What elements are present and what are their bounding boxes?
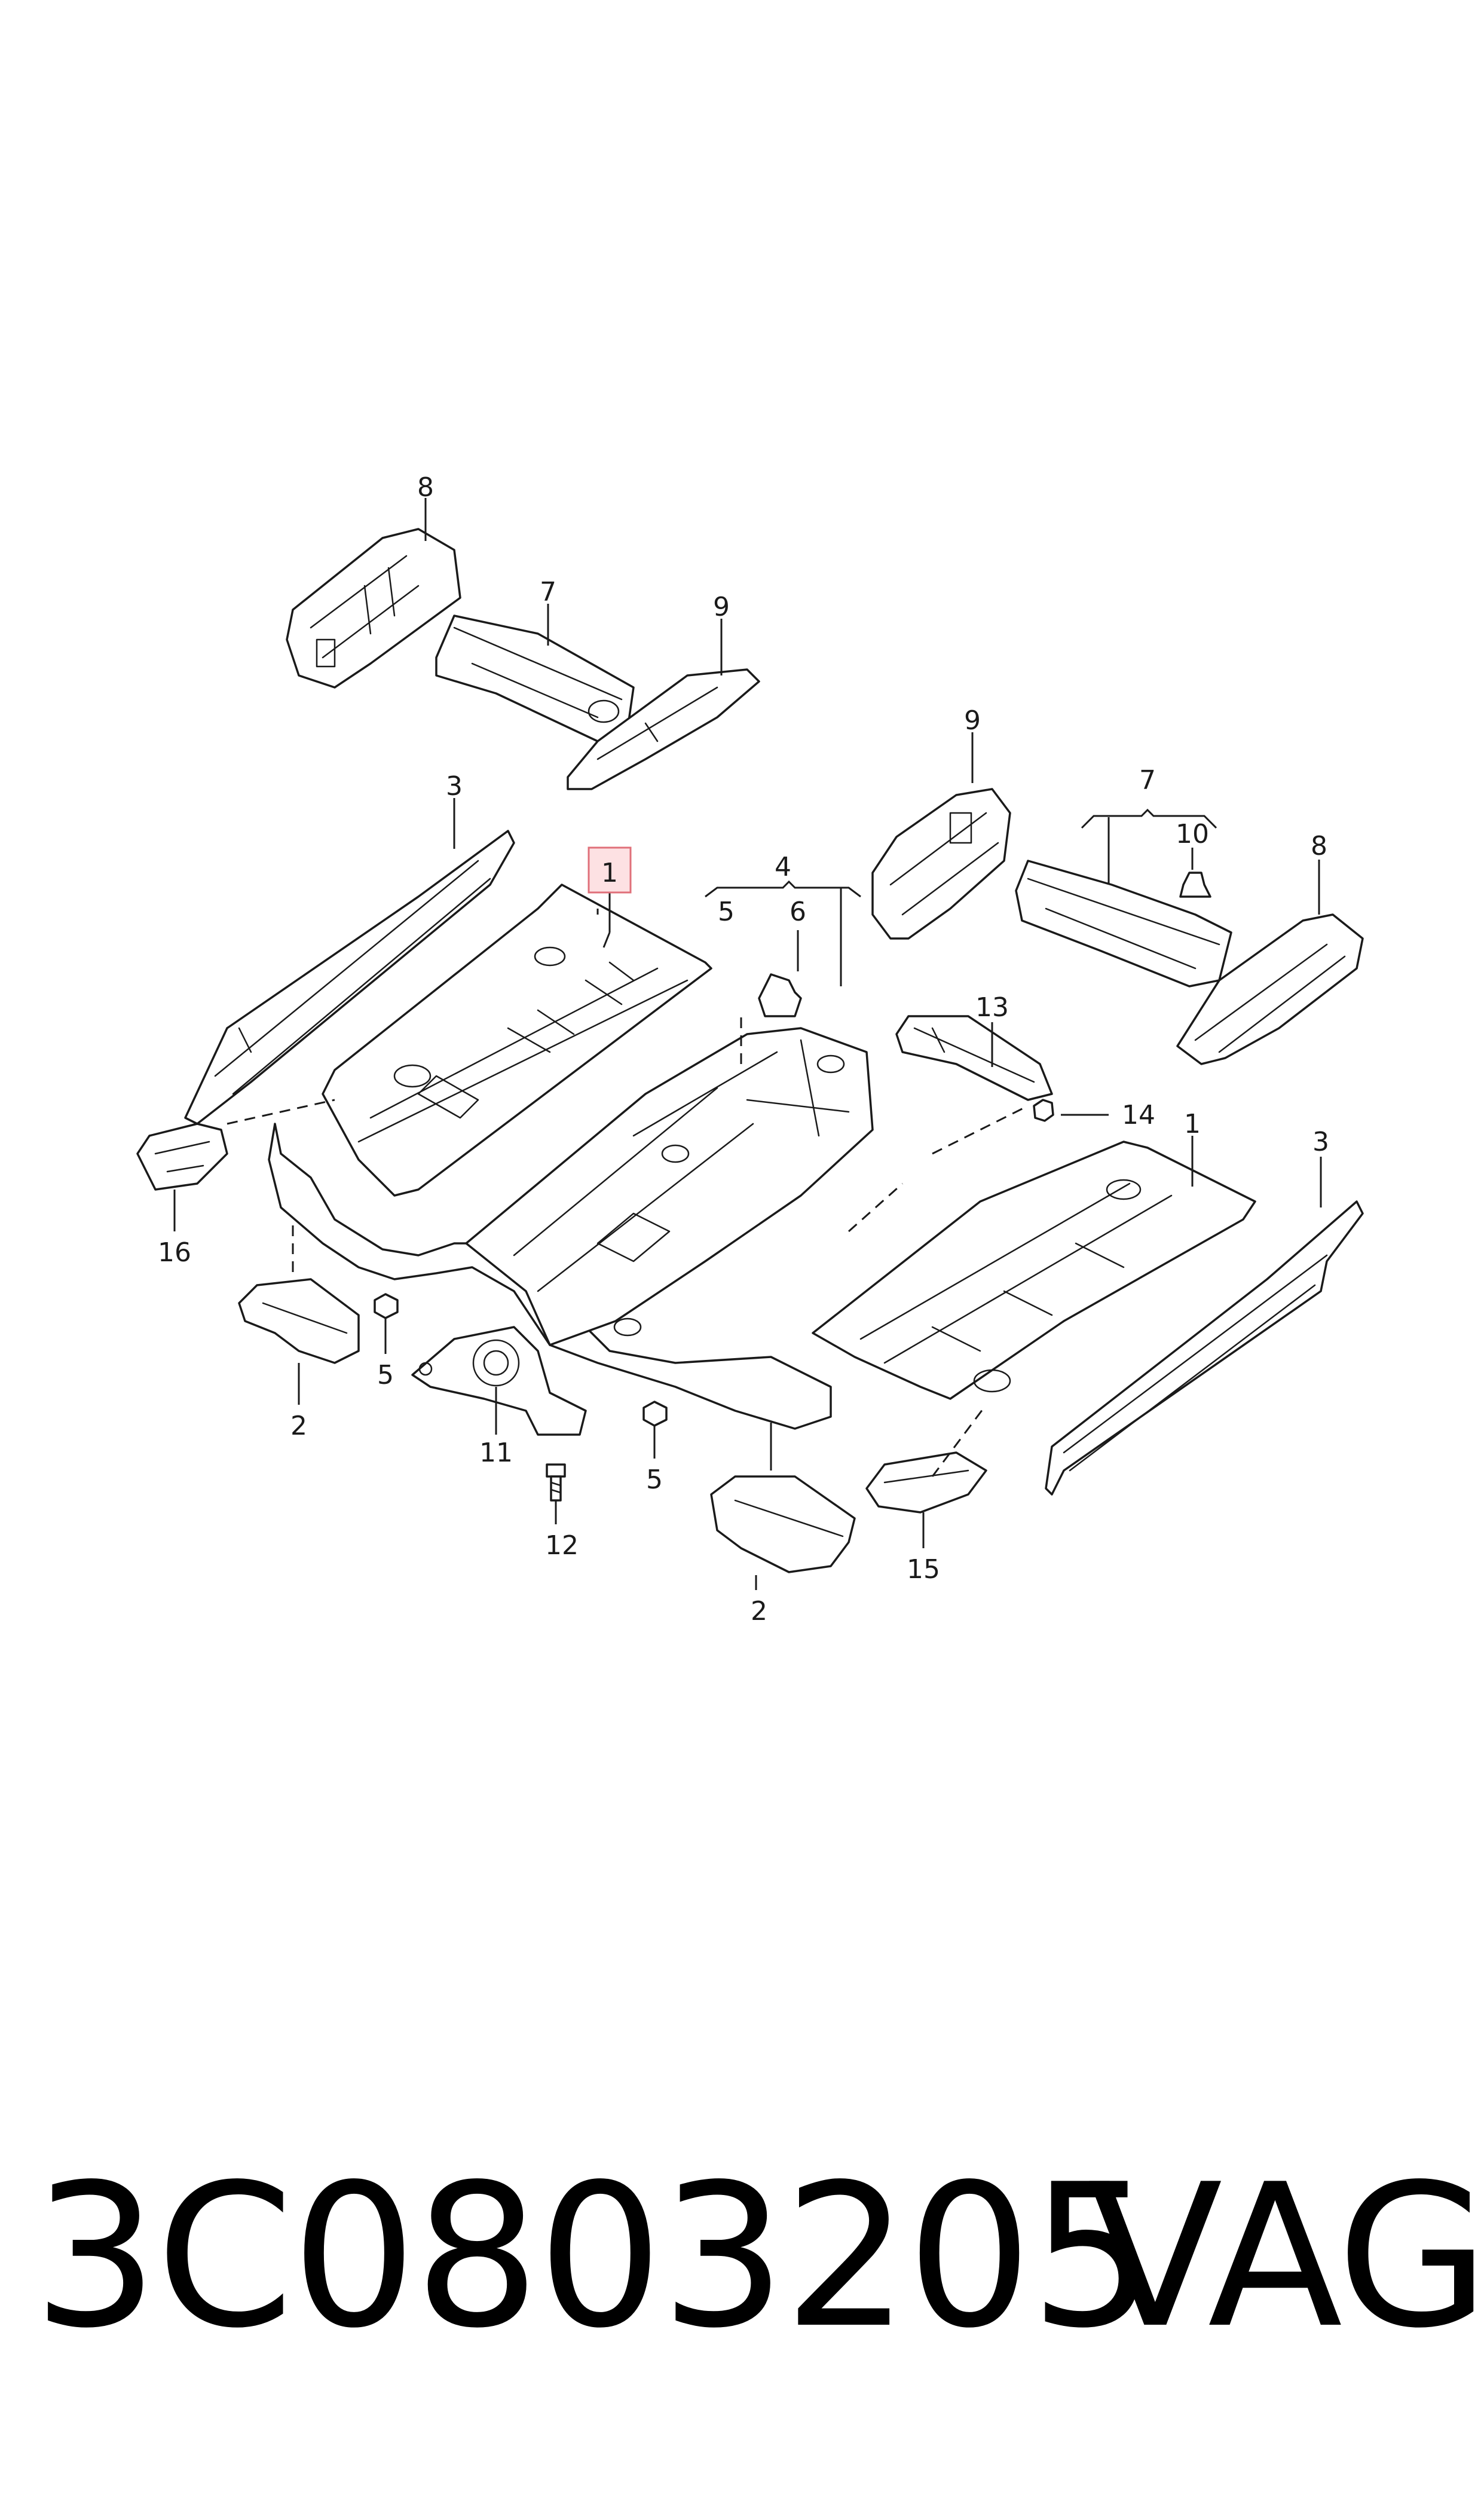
part-8-rear-longitudinal-left (286, 528, 461, 689)
exploded-parts-diagram: 8 7 9 3 1 4 5 6 9 7 10 8 13 14 1 3 16 2 … (136, 472, 1364, 1627)
callout-13: 13 (975, 992, 1009, 1023)
part-13-support-bracket (895, 1015, 1053, 1101)
part-1-floor-pan-left (322, 883, 712, 1197)
part-4-center-tunnel (268, 1027, 874, 1430)
callout-11: 11 (479, 1438, 513, 1468)
part-8-rear-longitudinal-right (1176, 913, 1364, 1065)
highlight-box (588, 846, 632, 894)
callout-3-right: 3 (1312, 1127, 1329, 1157)
callout-5-left: 5 (377, 1360, 394, 1390)
part-12-bolt (546, 1463, 566, 1502)
callout-7-right: 7 (1139, 765, 1156, 796)
callout-9-right: 9 (964, 705, 981, 736)
alignment-lines (227, 1016, 1029, 1477)
part-6-tunnel-bracket (758, 973, 802, 1017)
part-3-side-member-right (1045, 1200, 1364, 1496)
part-3-side-member-left (184, 830, 515, 1125)
part-11-mount (411, 1326, 587, 1436)
callout-16: 16 (158, 1237, 191, 1268)
callout-12: 12 (545, 1530, 579, 1561)
callout-14: 14 (1122, 1100, 1155, 1130)
callout-15: 15 (907, 1554, 940, 1585)
callout-2-bottom: 2 (751, 1596, 767, 1627)
callout-4: 4 (775, 852, 791, 882)
callout-8-top: 8 (417, 472, 434, 503)
callout-5-group: 5 (718, 897, 735, 927)
callout-9-top: 9 (713, 592, 730, 622)
part-9-bracket-right (871, 788, 1011, 940)
part-14-nut (1033, 1099, 1054, 1122)
callout-2-left: 2 (290, 1411, 307, 1441)
part-number-label: 3C0803205 (33, 2142, 1155, 2371)
callout-6: 6 (790, 897, 806, 927)
part-5-nut-center (642, 1401, 668, 1427)
part-7-crossmember-right (1015, 860, 1232, 988)
callout-labels: 8 7 9 3 1 4 5 6 9 7 10 8 13 14 1 3 16 2 … (158, 472, 1329, 1627)
brand-label: VAG (1088, 2142, 1484, 2371)
part-7-crossmember-left (435, 615, 635, 742)
part-1-floor-pan-right (812, 1141, 1256, 1400)
callout-1-left: 1 (601, 858, 618, 888)
part-2-reinforcement-bottom (710, 1475, 856, 1573)
callout-1-right: 1 (1184, 1109, 1201, 1139)
part-15-bracket (865, 1451, 987, 1514)
callout-3-left: 3 (446, 771, 463, 802)
callout-7-top: 7 (540, 577, 556, 607)
part-9-bracket-left (567, 668, 760, 790)
part-2-reinforcement-left (238, 1278, 360, 1364)
callout-10: 10 (1176, 819, 1209, 849)
part-16-bracket (136, 1123, 228, 1191)
part-10-clip (1179, 872, 1211, 898)
leader-lines (173, 498, 1322, 1590)
part-5-nut-left (374, 1293, 399, 1319)
callout-5-center: 5 (646, 1465, 663, 1495)
callout-8-right: 8 (1311, 831, 1327, 861)
